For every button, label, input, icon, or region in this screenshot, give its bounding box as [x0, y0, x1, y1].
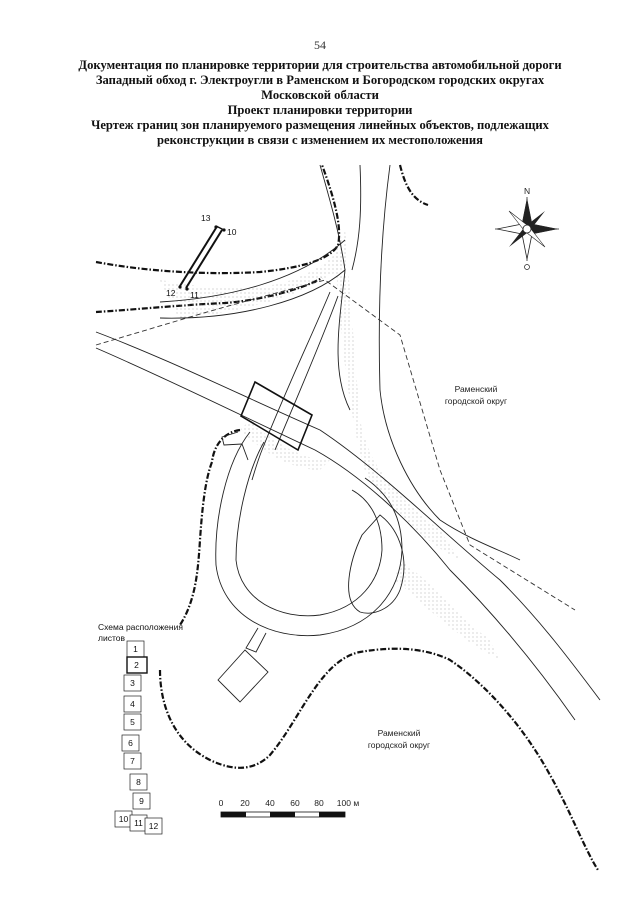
point-label-10: 10	[227, 227, 237, 237]
point-12-marker	[178, 285, 182, 289]
scale-tick-0: 0	[219, 798, 224, 808]
sheet-scheme-title-1: Схема расположения	[98, 622, 183, 632]
sheet-scheme-title-2: листов	[98, 633, 125, 643]
sheet-6-label: 6	[128, 738, 133, 748]
area-label-2-line2: городской округ	[368, 740, 430, 750]
sheet-7-label: 7	[130, 756, 135, 766]
linear-object: 13 10 12 11	[166, 213, 237, 300]
scale-tick-40: 40	[265, 798, 275, 808]
sheet-6: 6	[121, 734, 140, 752]
sheet-7: 7	[123, 752, 142, 770]
sheet-10: 10	[114, 810, 133, 828]
zone-rectangle	[239, 380, 313, 452]
point-10-marker	[222, 228, 226, 232]
title-line-1: Документация по планировке территории дл…	[78, 58, 562, 72]
sheet-4-label: 4	[130, 699, 135, 709]
point-label-12: 12	[166, 288, 176, 298]
sheet-10-label: 10	[119, 814, 129, 824]
sheet-12-label: 12	[149, 821, 159, 831]
road-shoulders	[160, 230, 500, 660]
compass-rose: N	[495, 186, 559, 270]
scale-bar: 0 20 40 60 80 100 м	[219, 798, 360, 818]
document-title: Документация по планировке территории дл…	[40, 58, 600, 148]
scale-tick-100: 100 м	[337, 798, 360, 808]
sheet-11: 11	[129, 814, 148, 832]
north-label: N	[524, 186, 530, 196]
sheet-9-label: 9	[139, 796, 144, 806]
title-line-2: Западный обход г. Электроугли в Раменско…	[95, 73, 545, 87]
point-11-marker	[185, 287, 189, 291]
small-structure	[221, 431, 249, 461]
scale-tick-80: 80	[314, 798, 324, 808]
sheet-8: 8	[129, 773, 148, 791]
area-label-ramensky-2: Раменский городской округ	[368, 728, 430, 750]
area-label-2-line1: Раменский	[378, 728, 421, 738]
sheet-2: 2	[126, 656, 148, 674]
page-number: 54	[314, 38, 326, 52]
sheet-3: 3	[123, 674, 142, 692]
scale-tick-60: 60	[290, 798, 300, 808]
title-line-3: Московской области	[261, 88, 379, 102]
road-lines	[95, 164, 601, 721]
title-line-6: реконструкции в связи с изменением их ме…	[157, 133, 483, 147]
sheet-3-label: 3	[130, 678, 135, 688]
sheet-1-label: 1	[133, 644, 138, 654]
sheet-8-label: 8	[136, 777, 141, 787]
title-line-5: Чертеж границ зон планируемого размещени…	[91, 118, 549, 132]
sheet-9: 9	[132, 792, 151, 810]
municipal-boundary	[95, 279, 576, 611]
sheet-11-label: 11	[134, 818, 143, 828]
scale-tick-20: 20	[240, 798, 250, 808]
sheet-4: 4	[123, 695, 142, 713]
sheet-1: 1	[126, 640, 145, 658]
building	[217, 649, 269, 703]
sheet-5-label: 5	[130, 717, 135, 727]
area-label-1-line2: городской округ	[445, 396, 507, 406]
title-line-4: Проект планировки территории	[227, 103, 413, 117]
area-label-1-line1: Раменский	[455, 384, 498, 394]
sheet-layout-scheme: Схема расположения листов 1 2 3 4 5 6 7	[98, 622, 183, 835]
sheet-12: 12	[144, 817, 163, 835]
sheet-2-label: 2	[134, 660, 139, 670]
point-label-11: 11	[190, 290, 199, 300]
point-13-marker	[214, 225, 218, 229]
sheet-5: 5	[123, 713, 142, 731]
area-label-ramensky-1: Раменский городской округ	[445, 384, 507, 406]
point-label-13: 13	[201, 213, 211, 223]
